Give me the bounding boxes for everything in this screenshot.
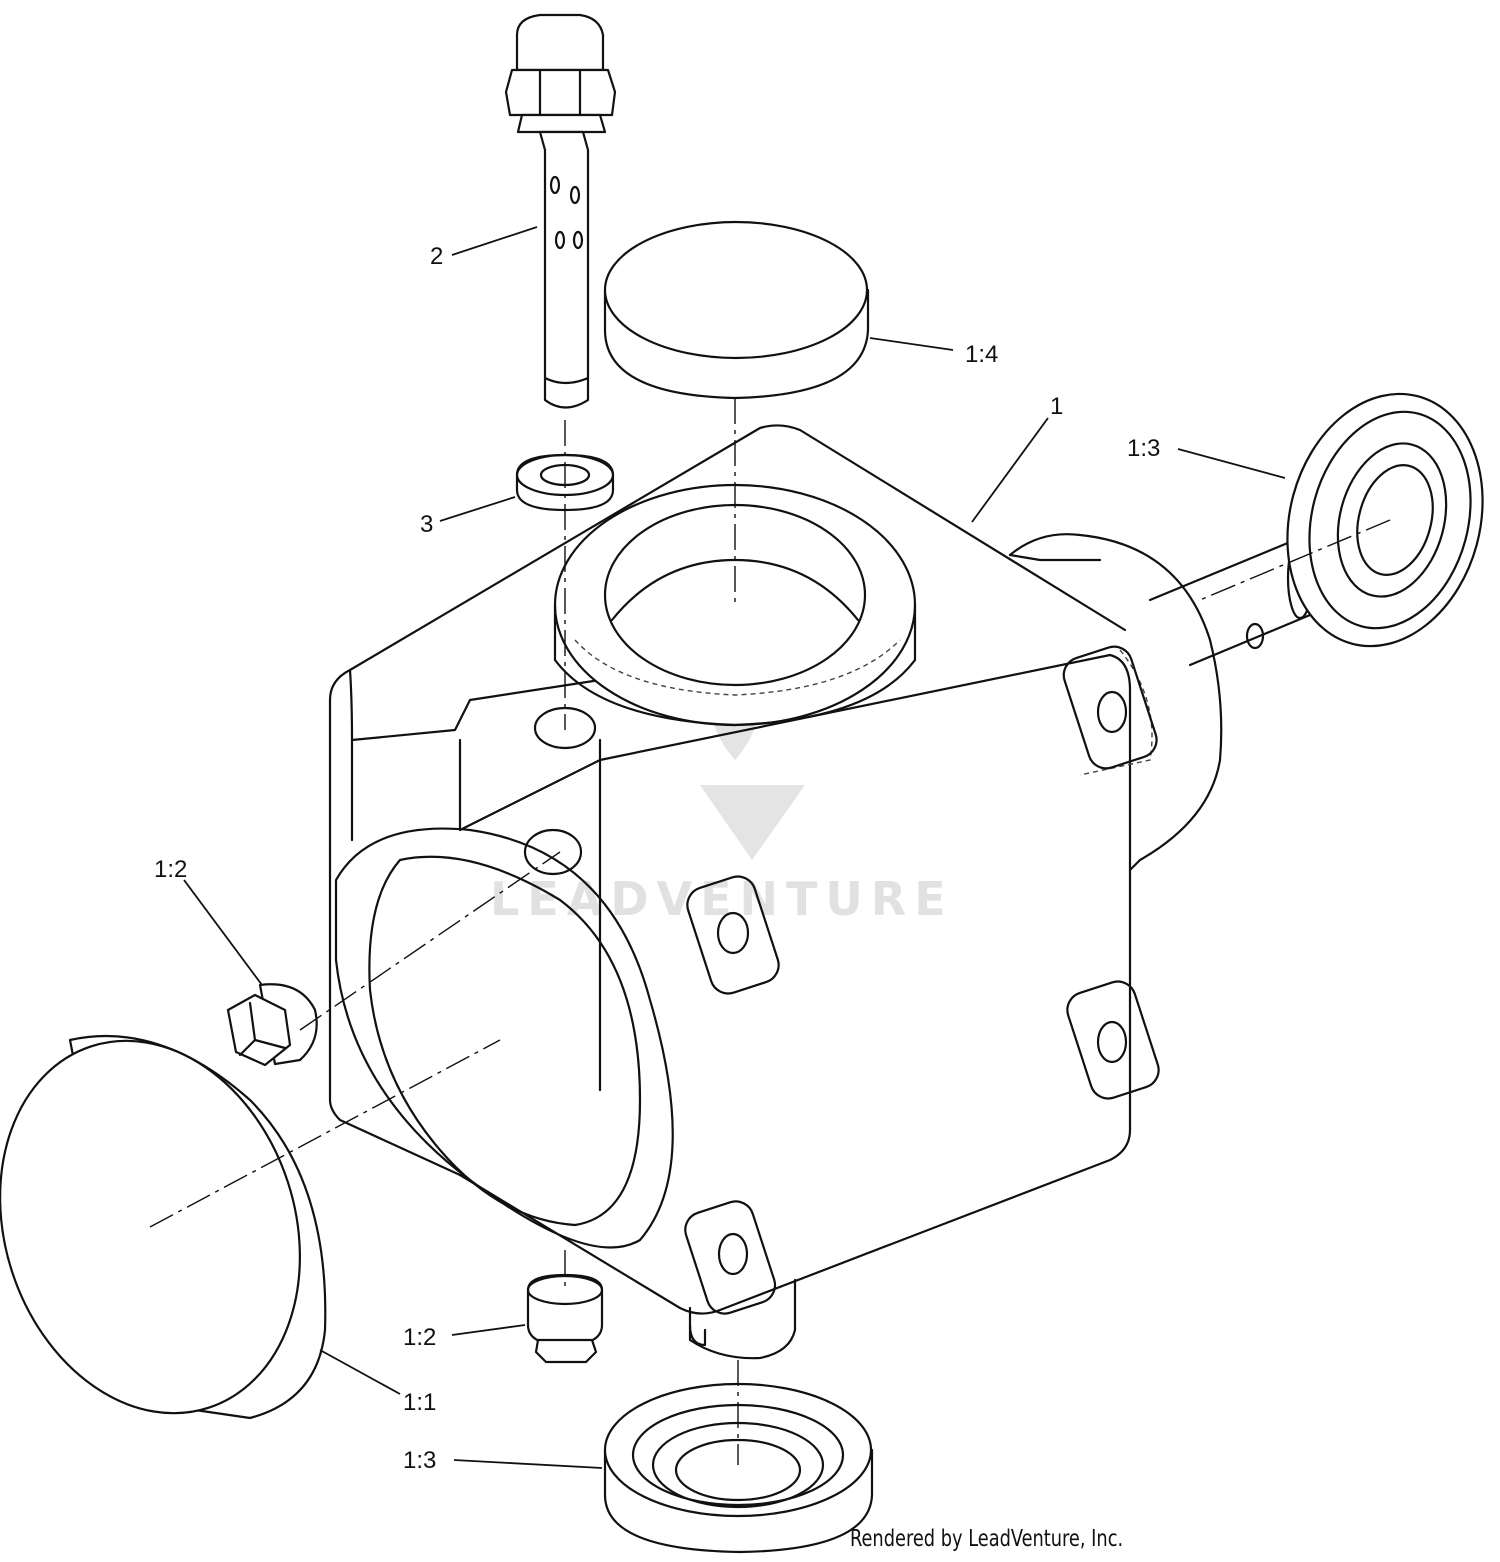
- mount-lug-lower-right: [1066, 980, 1160, 1100]
- callout-leaders: [183, 226, 1286, 1469]
- left-drain-plug: [226, 983, 318, 1067]
- top-cap: [603, 220, 870, 400]
- mount-lug-center: [686, 875, 780, 995]
- bottom-output-shaft: [688, 1278, 797, 1360]
- left-end-cap: [0, 1034, 327, 1420]
- callout-part-2: 2: [430, 243, 443, 270]
- top-bore-flange: [553, 483, 917, 727]
- callout-part-3: 3: [420, 511, 433, 538]
- mount-lug-bottom: [684, 1200, 777, 1315]
- side-port: [523, 828, 583, 876]
- callout-part-1-3-top: 1:3: [1127, 435, 1160, 462]
- callout-part-1-3-bottom: 1:3: [403, 1447, 436, 1474]
- render-credit: Rendered by LeadVenture, Inc.: [850, 1526, 1124, 1552]
- callout-part-1: 1: [1050, 393, 1063, 420]
- right-oil-seal: [1286, 392, 1484, 648]
- bottom-drain-plug: [526, 1273, 604, 1364]
- assembly-centerlines: [149, 398, 1391, 1465]
- callout-part-1-2-bottom: 1:2: [403, 1324, 436, 1351]
- callout-part-1-1: 1:1: [403, 1389, 436, 1416]
- dipstick-breather: [504, 13, 617, 409]
- mount-lug-upper-right: [1062, 645, 1158, 770]
- front-bore: [334, 827, 674, 1249]
- callout-part-1-4: 1:4: [965, 341, 998, 368]
- callout-part-1-2-left: 1:2: [154, 856, 187, 883]
